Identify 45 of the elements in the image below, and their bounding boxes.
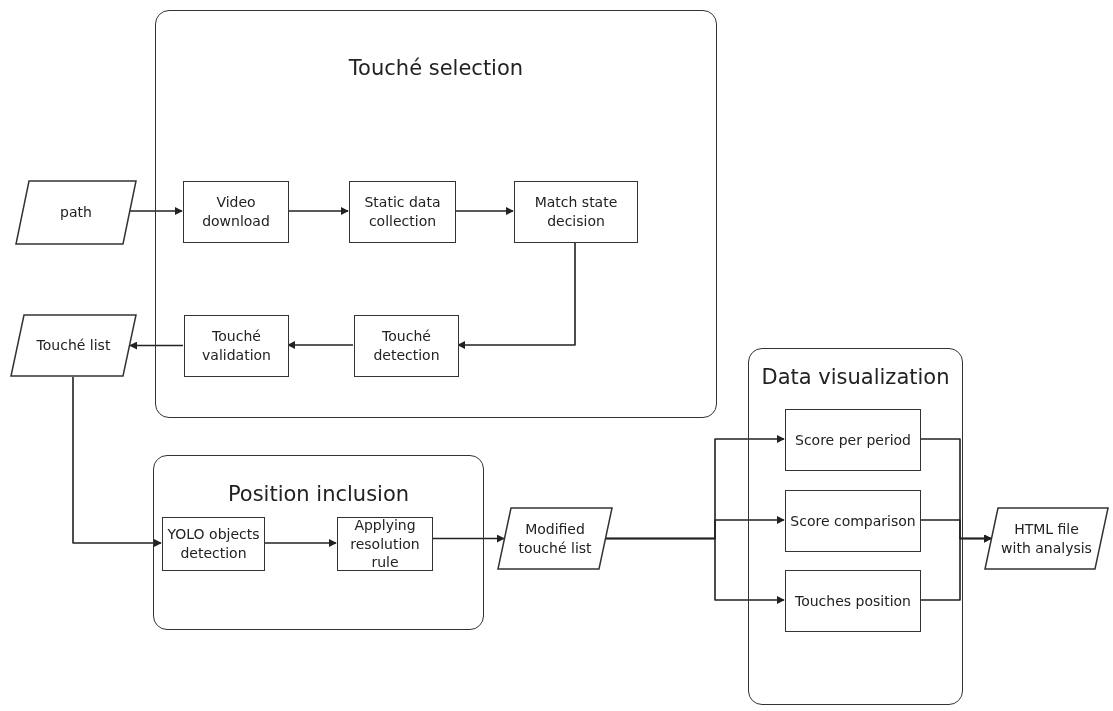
process-box <box>337 517 433 571</box>
node-label: Score per period <box>795 430 911 450</box>
group-container <box>155 10 717 418</box>
node-label: path <box>60 203 92 222</box>
arrow <box>287 341 354 349</box>
group-title: Touché selection <box>347 56 525 80</box>
arrow <box>287 207 349 215</box>
node-label: HTML file with analysis <box>1000 519 1093 558</box>
node-label: Static data collection <box>363 193 442 231</box>
arrow <box>129 207 183 215</box>
node-label: Touché detection <box>372 327 441 365</box>
process-box <box>183 181 289 243</box>
process-box <box>514 181 638 243</box>
process-box <box>785 409 921 471</box>
group-title: Position inclusion <box>226 482 411 506</box>
process-box <box>785 570 921 632</box>
node-label: Match state decision <box>533 193 619 231</box>
node-label: Touché list <box>36 336 111 355</box>
data-parallelogram <box>15 180 137 245</box>
process-box <box>354 315 459 377</box>
arrow <box>263 539 337 547</box>
node-label: Video download <box>201 193 271 231</box>
group-container <box>748 348 963 705</box>
arrow <box>919 534 992 601</box>
data-parallelogram <box>984 507 1109 570</box>
process-box <box>184 315 289 377</box>
arrow <box>72 376 162 547</box>
node-label: Touches position <box>795 591 911 611</box>
arrow <box>129 341 184 350</box>
process-box <box>349 181 456 243</box>
node-label: Score comparison <box>790 511 916 531</box>
arrow <box>431 534 505 543</box>
arrow <box>457 241 576 349</box>
node-label: Touché validation <box>201 327 272 365</box>
process-box <box>162 517 265 571</box>
node-label: YOLO objects detection <box>167 525 260 563</box>
node-label: Modified touché list <box>517 519 593 558</box>
arrow <box>605 537 785 604</box>
group-container <box>153 455 484 630</box>
process-box <box>785 490 921 552</box>
data-parallelogram <box>10 314 137 377</box>
group-title: Data visualization <box>760 365 951 389</box>
data-parallelogram <box>497 507 613 570</box>
arrow <box>454 207 514 215</box>
node-label: Applying resolution rule <box>349 515 421 573</box>
